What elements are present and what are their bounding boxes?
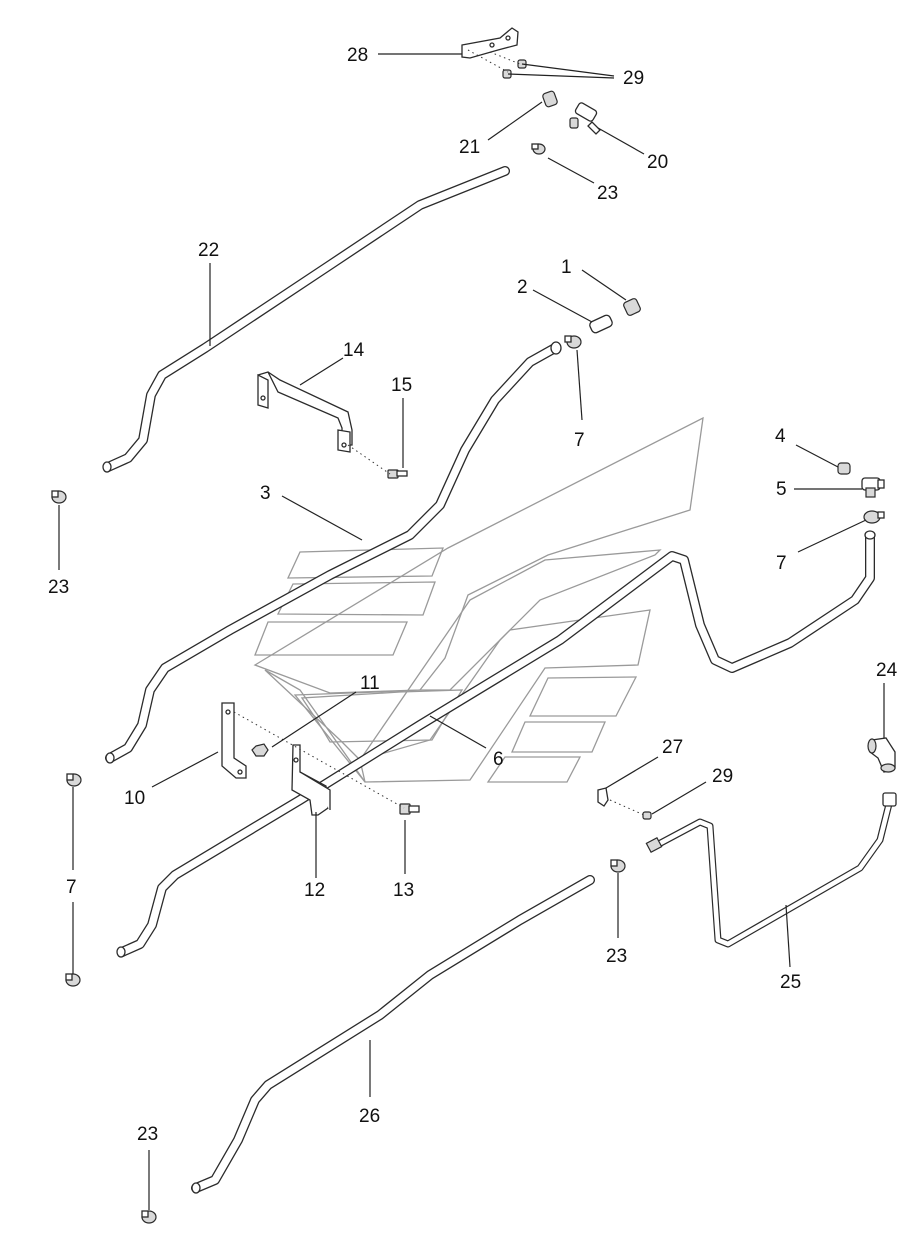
- hose-26: [191, 875, 595, 1194]
- fitting-2: [589, 314, 613, 334]
- fitting-4: [837, 462, 851, 475]
- callout-15: 15: [391, 375, 412, 396]
- logo-watermark: [253, 416, 704, 783]
- callout-12: 12: [304, 880, 325, 901]
- callout-3: 3: [260, 483, 271, 504]
- callout-labels: 28 29 21 20 23 22 1 2 14 15 7 4 5 3 7 23…: [48, 45, 898, 1145]
- valve-20: [569, 102, 601, 135]
- tube-25: [645, 792, 897, 948]
- clamp-23-left: [51, 490, 67, 504]
- bracket-28: [461, 27, 519, 59]
- callout-25: 25: [780, 972, 801, 993]
- clamp-7-left-lower: [65, 973, 81, 987]
- callout-23-bottom: 23: [137, 1124, 158, 1145]
- callout-26: 26: [359, 1106, 380, 1127]
- screw-29-lower: [642, 811, 652, 820]
- callout-2: 2: [517, 277, 528, 298]
- callout-20: 20: [647, 152, 668, 173]
- fitting-1: [623, 298, 641, 316]
- nut-11: [251, 743, 269, 757]
- callout-7-top: 7: [574, 430, 585, 451]
- clamp-23-bottom: [141, 1210, 157, 1224]
- bracket-14: [257, 371, 353, 453]
- callout-23-middle: 23: [606, 946, 627, 967]
- clamp-23-top: [531, 143, 546, 155]
- leader-lines: [58, 53, 885, 1210]
- callout-10: 10: [124, 788, 145, 809]
- clamp-7-left-upper: [66, 773, 82, 787]
- callout-27: 27: [662, 737, 683, 758]
- clamp-7-right: [863, 510, 885, 524]
- bracket-12: [291, 744, 331, 816]
- screw-29-top: [502, 59, 527, 79]
- callout-4: 4: [775, 426, 786, 447]
- callout-23-left: 23: [48, 577, 69, 598]
- clip-27: [597, 787, 609, 807]
- callout-5: 5: [776, 479, 787, 500]
- clamp-7-top: [564, 335, 582, 349]
- callout-13: 13: [393, 880, 414, 901]
- hose-3: [105, 341, 562, 764]
- hose-6: [116, 530, 876, 958]
- callout-21: 21: [459, 137, 480, 158]
- callout-29-top: 29: [623, 68, 644, 89]
- bolt-15: [387, 469, 408, 479]
- callout-7-left: 7: [66, 877, 77, 898]
- callout-11: 11: [360, 673, 380, 694]
- bolt-13: [399, 803, 420, 815]
- callout-7-right: 7: [776, 553, 787, 574]
- hose-22: [102, 166, 510, 473]
- callout-28: 28: [347, 45, 368, 66]
- callout-1: 1: [561, 257, 572, 278]
- callout-14: 14: [343, 340, 365, 361]
- tee-fitting-5: [861, 477, 885, 498]
- assembly-lines: [233, 49, 645, 816]
- bracket-10: [221, 702, 247, 779]
- callout-6: 6: [493, 749, 504, 770]
- fitting-21: [542, 90, 558, 108]
- callout-29-lower: 29: [712, 766, 733, 787]
- callout-22: 22: [198, 240, 219, 261]
- clamp-23-middle: [610, 859, 626, 873]
- elbow-fitting-24: [867, 737, 896, 773]
- callout-23-top: 23: [597, 183, 618, 204]
- callout-24: 24: [876, 660, 898, 681]
